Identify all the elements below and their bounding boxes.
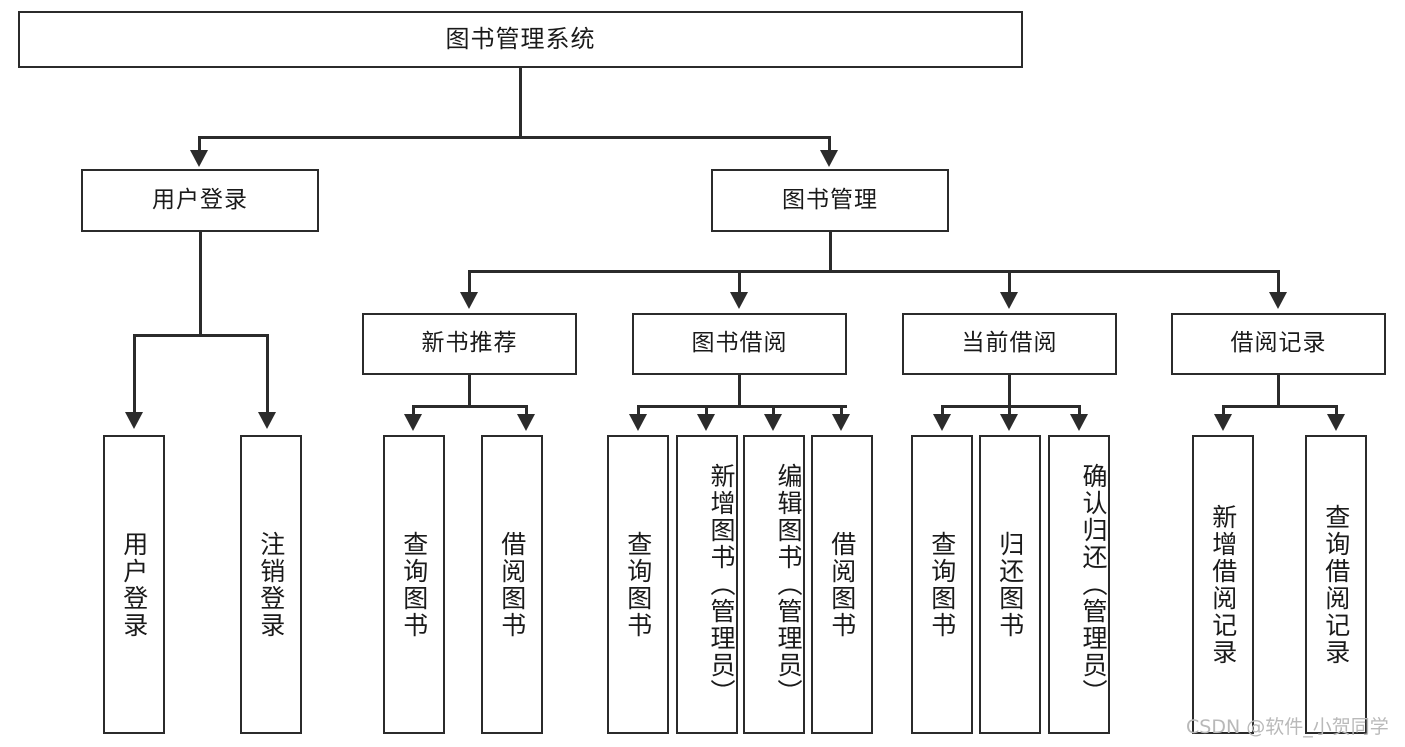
arrowhead-borrow-leaf-3 — [764, 414, 782, 431]
connector-recommend-bus — [412, 405, 528, 408]
connector-current-drop-2 — [1008, 405, 1011, 418]
connector-borrow-drop-3 — [772, 405, 775, 418]
leaf-logout[interactable]: 注销登录 — [240, 435, 302, 734]
connector-current-bus — [941, 405, 1081, 408]
connector-root-drop-left — [198, 136, 201, 154]
connector-borrow-stem — [738, 375, 741, 407]
connector-level3-drop-2 — [738, 270, 741, 296]
arrowhead-current-leaf-1 — [933, 414, 951, 431]
node-book-borrow[interactable]: 图书借阅 — [632, 313, 847, 375]
arrowhead-records-leaf-1 — [1214, 414, 1232, 431]
leaf-confirm-return-admin[interactable]: 确认归还（管理员） — [1048, 435, 1110, 734]
connector-recommend-stem — [468, 375, 471, 407]
connector-user-login-stem — [199, 232, 202, 336]
connector-user-login-bus — [133, 334, 269, 337]
node-borrow-records[interactable]: 借阅记录 — [1171, 313, 1386, 375]
arrowhead-leaf-logout — [258, 412, 276, 429]
leaf-return-book[interactable]: 归还图书 — [979, 435, 1041, 734]
leaf-edit-book-admin[interactable]: 编辑图书（管理员） — [743, 435, 805, 734]
connector-current-drop-1 — [941, 405, 944, 418]
leaf-borrow-book-recommend[interactable]: 借阅图书 — [481, 435, 543, 734]
node-book-management[interactable]: 图书管理 — [711, 169, 949, 232]
connector-user-login-drop-2 — [266, 334, 269, 416]
arrowhead-new-book-recommend — [460, 292, 478, 309]
arrowhead-current-leaf-2 — [1000, 414, 1018, 431]
arrowhead-current-leaf-3 — [1070, 414, 1088, 431]
arrowhead-user-login — [190, 150, 208, 167]
csdn-watermark: CSDN @软件_小贺同学 — [1186, 716, 1389, 738]
connector-book-management-stem — [829, 232, 832, 272]
arrowhead-recommend-leaf-2 — [517, 414, 535, 431]
connector-root-stem — [519, 68, 522, 138]
connector-level3-bus — [468, 270, 1280, 273]
connector-level3-drop-1 — [468, 270, 471, 296]
node-user-login[interactable]: 用户登录 — [81, 169, 319, 232]
leaf-user-login[interactable]: 用户登录 — [103, 435, 165, 734]
connector-user-login-drop-1 — [133, 334, 136, 416]
connector-records-drop-1 — [1222, 405, 1225, 418]
connector-borrow-drop-4 — [840, 405, 843, 418]
node-new-book-recommend[interactable]: 新书推荐 — [362, 313, 577, 375]
arrowhead-current-borrow — [1000, 292, 1018, 309]
leaf-add-book-admin[interactable]: 新增图书（管理员） — [676, 435, 738, 734]
connector-records-bus — [1222, 405, 1338, 408]
leaf-query-book-borrow[interactable]: 查询图书 — [607, 435, 669, 734]
arrowhead-borrow-leaf-4 — [832, 414, 850, 431]
arrowhead-borrow-records — [1269, 292, 1287, 309]
arrowhead-borrow-leaf-2 — [697, 414, 715, 431]
arrowhead-leaf-user-login — [125, 412, 143, 429]
arrowhead-recommend-leaf-1 — [404, 414, 422, 431]
connector-records-drop-2 — [1335, 405, 1338, 418]
connector-level3-drop-4 — [1277, 270, 1280, 296]
leaf-query-borrow-record[interactable]: 查询借阅记录 — [1305, 435, 1367, 734]
arrowhead-borrow-leaf-1 — [629, 414, 647, 431]
connector-recommend-drop-1 — [412, 405, 415, 418]
arrowhead-records-leaf-2 — [1327, 414, 1345, 431]
node-current-borrow[interactable]: 当前借阅 — [902, 313, 1117, 375]
node-root-system[interactable]: 图书管理系统 — [18, 11, 1023, 68]
leaf-query-book-current[interactable]: 查询图书 — [911, 435, 973, 734]
connector-current-drop-3 — [1078, 405, 1081, 418]
arrowhead-book-borrow — [730, 292, 748, 309]
connector-current-stem — [1008, 375, 1011, 407]
connector-borrow-bus — [637, 405, 847, 408]
leaf-query-book-recommend[interactable]: 查询图书 — [383, 435, 445, 734]
arrowhead-book-management — [820, 150, 838, 167]
leaf-borrow-book[interactable]: 借阅图书 — [811, 435, 873, 734]
connector-borrow-drop-1 — [637, 405, 640, 418]
connector-level3-drop-3 — [1008, 270, 1011, 296]
connector-root-drop-right — [828, 136, 831, 154]
connector-root-bus — [198, 136, 831, 139]
connector-records-stem — [1277, 375, 1280, 407]
leaf-add-borrow-record[interactable]: 新增借阅记录 — [1192, 435, 1254, 734]
connector-recommend-drop-2 — [525, 405, 528, 418]
connector-borrow-drop-2 — [705, 405, 708, 418]
